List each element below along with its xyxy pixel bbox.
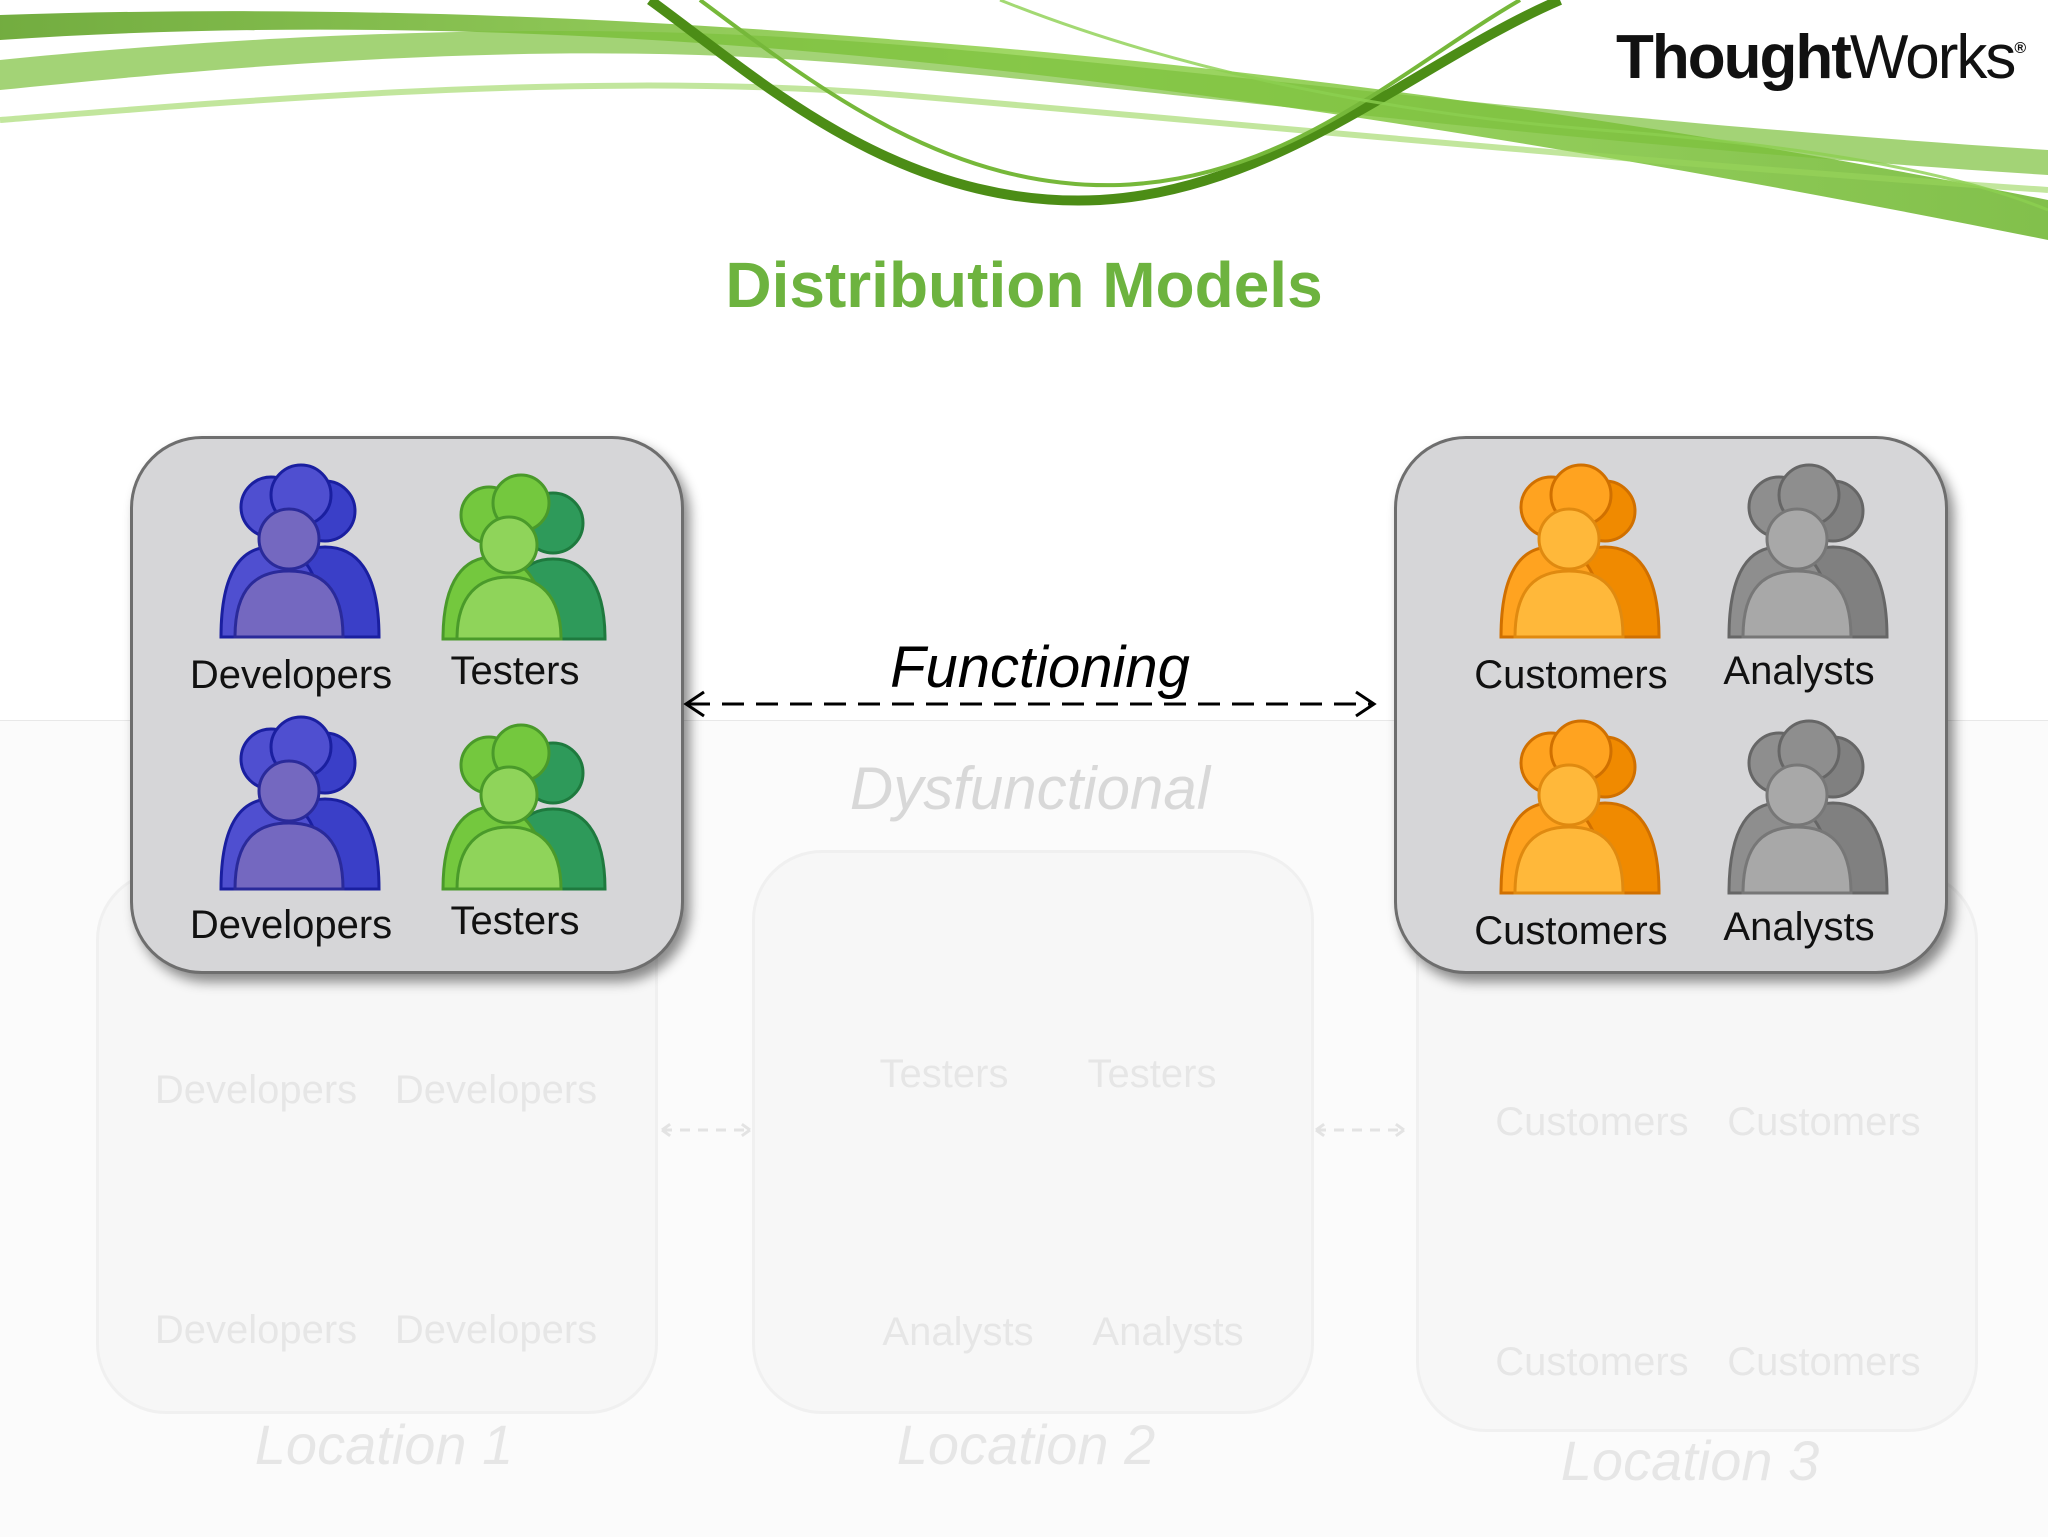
faded-group-label: Customers [1727, 1340, 1921, 1384]
dysfunctional-label: Dysfunctional [849, 755, 1211, 822]
group-label-customers: Customers [1474, 909, 1668, 953]
faded-group-label: Developers [394, 1308, 598, 1352]
people-group-blue-icon [219, 715, 381, 891]
faded-group-label: Testers [879, 1052, 1009, 1096]
group-label-customers: Customers [1474, 653, 1668, 697]
faded-double-arrow [661, 1118, 751, 1142]
header-swoosh-banner [0, 0, 2048, 240]
group-label-analysts: Analysts [1723, 905, 1875, 949]
faded-group-label: Analysts [1092, 1310, 1244, 1354]
faded-location-name: Location 1 [254, 1413, 514, 1476]
logo-registered-mark: ® [2014, 40, 2026, 57]
group-label-developers: Developers [189, 903, 393, 947]
faded-group-label: Analysts [882, 1310, 1034, 1354]
right-team-box: Customers Analysts Customers [1394, 436, 1948, 974]
group-label-analysts: Analysts [1723, 649, 1875, 693]
group-label-testers: Testers [450, 649, 580, 693]
faded-group-label: Developers [154, 1308, 358, 1352]
people-group-gray-icon [1727, 719, 1889, 895]
functioning-double-arrow [683, 690, 1377, 718]
group-label-testers: Testers [450, 899, 580, 943]
slide-title: Distribution Models [725, 249, 1323, 321]
faded-group-label: Developers [394, 1068, 598, 1112]
logo-text-bold: Thought [1616, 23, 1852, 92]
left-team-box: Developers Testers Developers [130, 436, 684, 974]
faded-double-arrow [1315, 1118, 1405, 1142]
logo-text-light: Works [1849, 23, 2017, 92]
people-group-green-icon [441, 723, 607, 891]
faded-group-label: Customers [1495, 1340, 1689, 1384]
faded-location-name: Location 3 [1560, 1429, 1820, 1492]
faded-group-label: Testers [1087, 1052, 1217, 1096]
people-group-orange-icon [1499, 463, 1661, 639]
functioning-label: Functioning [890, 635, 1190, 700]
faded-location-name: Location 2 [896, 1413, 1156, 1476]
faded-group-label: Developers [154, 1068, 358, 1112]
thoughtworks-logo: ThoughtWorks® [1616, 22, 2026, 93]
people-group-green-icon [441, 473, 607, 641]
faded-group-label: Customers [1727, 1100, 1921, 1144]
people-group-orange-icon [1499, 719, 1661, 895]
faded-location-box-2 [752, 850, 1314, 1414]
people-group-gray-icon [1727, 463, 1889, 639]
group-label-developers: Developers [189, 653, 393, 697]
people-group-blue-icon [219, 463, 381, 639]
faded-group-label: Customers [1495, 1100, 1689, 1144]
